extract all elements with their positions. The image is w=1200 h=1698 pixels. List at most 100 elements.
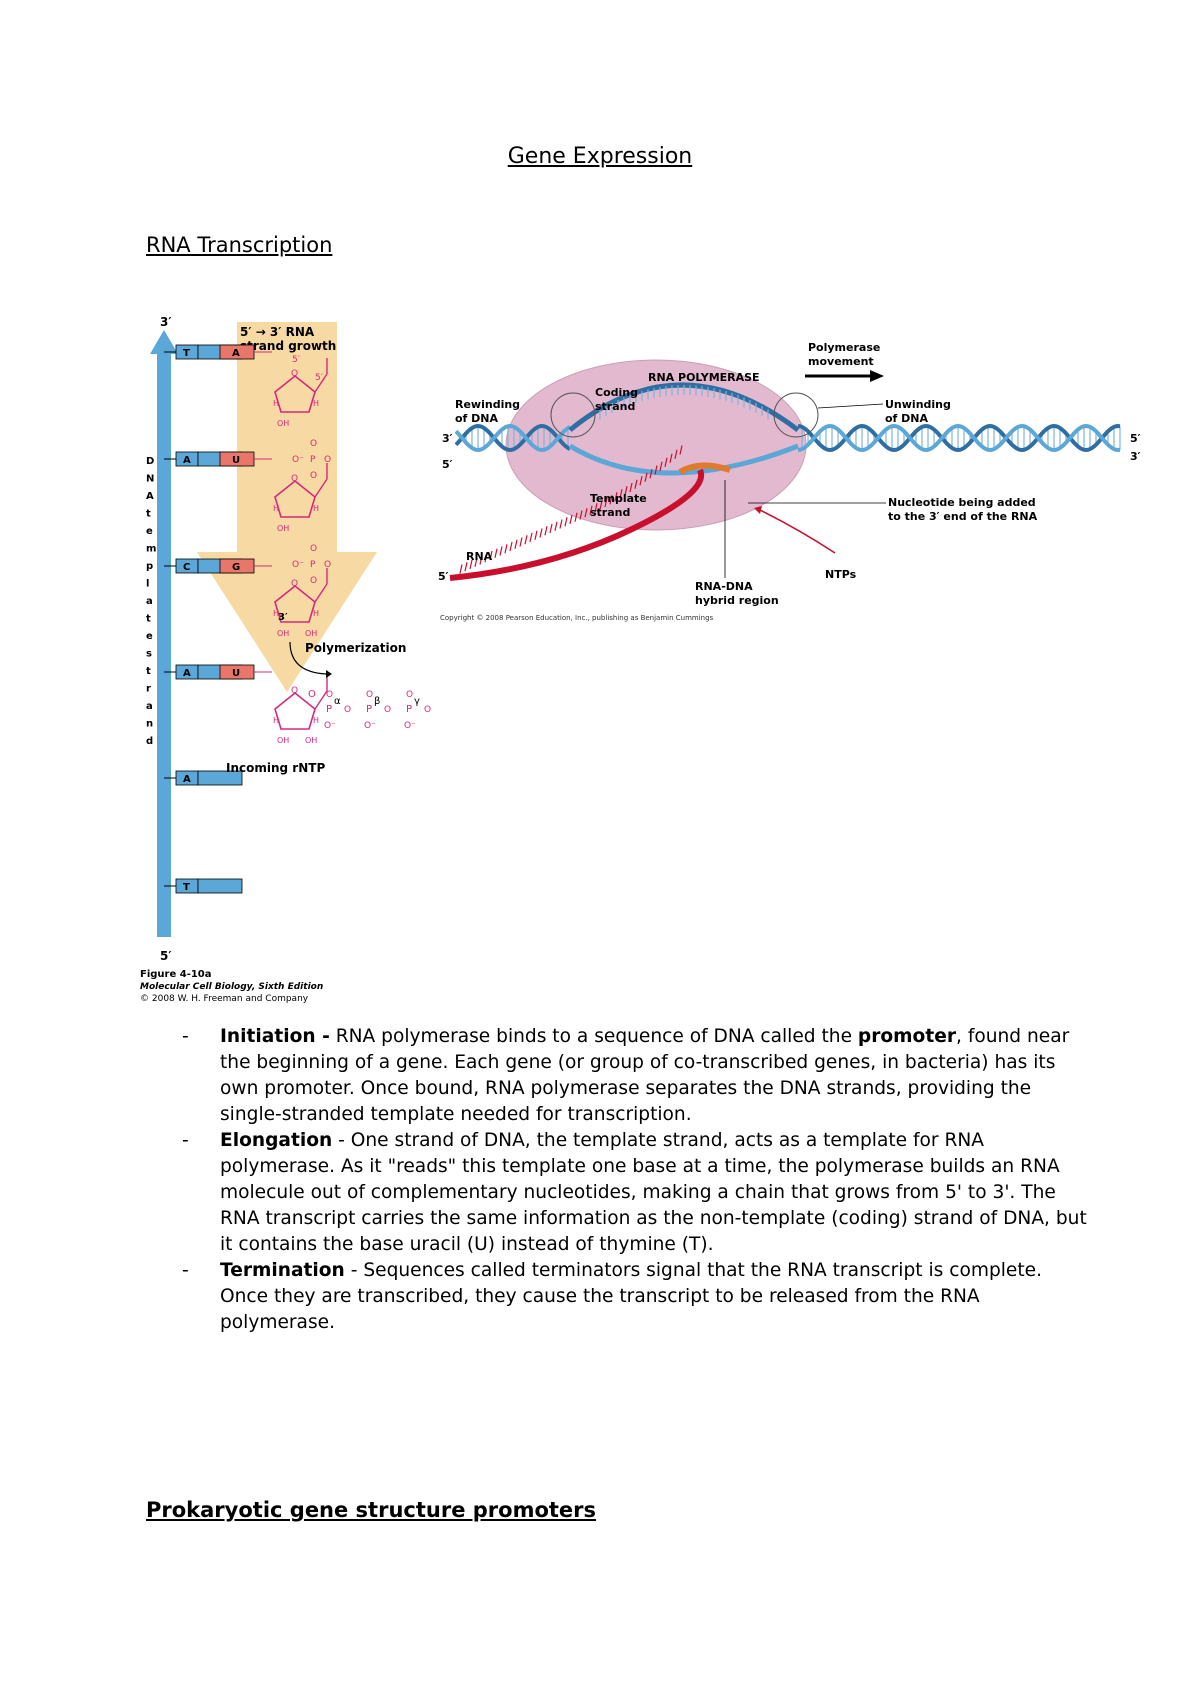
template-strand-arrowhead	[150, 330, 178, 354]
svg-text:O: O	[310, 544, 317, 554]
dna-base-letter: A	[183, 455, 191, 466]
term-promoter: promoter	[857, 1026, 956, 1047]
bullet-dash: -	[182, 1130, 189, 1151]
strand-growth-arrow	[197, 322, 377, 692]
section-heading-rna-transcription: RNA Transcription	[146, 233, 333, 257]
svg-text:P: P	[406, 704, 412, 715]
template-label-letter: r	[146, 684, 151, 695]
svg-text:O: O	[291, 686, 298, 696]
svg-text:O: O	[308, 689, 316, 700]
figure-copyright: Copyright © 2008 Pearson Education, Inc.…	[440, 614, 714, 622]
ribose-ring	[274, 691, 316, 730]
dna-backbone	[454, 423, 571, 453]
polymerization-label: Polymerization	[305, 641, 406, 655]
svg-text:O: O	[291, 369, 298, 379]
hybrid-1: RNA-DNA	[695, 580, 753, 593]
svg-text:H: H	[273, 716, 279, 725]
bullet-dash: -	[182, 1026, 189, 1047]
template-label-letter: D	[146, 456, 154, 467]
template-label-letter: e	[146, 526, 153, 537]
svg-text:O⁻: O⁻	[324, 721, 336, 731]
three-prime-oh: 3′	[278, 612, 288, 623]
svg-text:O: O	[291, 579, 298, 589]
coding-strand-1: Coding	[595, 386, 638, 399]
template-label-letter: A	[146, 491, 154, 502]
polymerase-movement-1: Polymerase	[808, 341, 880, 354]
section-heading-prokaryotic: Prokaryotic gene structure promoters	[146, 1498, 597, 1522]
template-label-letter: n	[146, 719, 153, 730]
end-3-left: 3′	[442, 432, 453, 445]
dna-backbone	[797, 423, 1121, 453]
rewinding-2: of DNA	[455, 412, 499, 425]
initiation-text-c: , found near the beginning of a gene. Ea…	[220, 1026, 1070, 1125]
template-label-letter: e	[146, 631, 153, 642]
svg-text:P: P	[366, 704, 372, 715]
strand-growth-label-1: 5′ → 3′ RNA	[240, 325, 315, 339]
template-label-letter: a	[146, 701, 153, 712]
template-label-letter: p	[146, 561, 153, 572]
rna-bases	[459, 445, 683, 574]
coding-strand-2: strand	[595, 400, 635, 413]
svg-text:O: O	[310, 439, 317, 449]
svg-text:H: H	[313, 716, 319, 725]
end-3-right: 3′	[1130, 450, 1141, 463]
svg-text:H: H	[273, 504, 279, 513]
svg-text:H: H	[313, 399, 319, 408]
ntps-label: NTPs	[825, 568, 857, 581]
hybrid-2: hybrid region	[695, 594, 779, 607]
end-5-rna: 5′	[438, 570, 449, 583]
dna-base-letter: A	[183, 668, 191, 679]
unwinding-1: Unwinding	[885, 398, 951, 411]
svg-text:O: O	[310, 471, 317, 481]
rewinding-1: Rewinding	[455, 398, 520, 411]
polymerase-movement-2: movement	[808, 355, 874, 368]
dna-base-letter: A	[183, 774, 191, 785]
svg-text:β: β	[374, 696, 380, 707]
template-end-3: 3′	[160, 315, 172, 329]
rna-base-letter: A	[232, 348, 240, 359]
rna-base-letter: U	[232, 668, 240, 679]
top-5-prime: 5′	[292, 355, 300, 365]
svg-text:OH: OH	[277, 524, 289, 533]
svg-text:O⁻: O⁻	[292, 455, 304, 465]
bullet-elongation: -Elongation - One strand of DNA, the tem…	[170, 1128, 1090, 1258]
template-label-letter: l	[146, 579, 149, 590]
end-5-left: 5′	[442, 458, 453, 471]
dna-base-letter: C	[183, 562, 190, 573]
rna-strand	[449, 468, 705, 581]
svg-text:P: P	[310, 455, 316, 465]
svg-text:H: H	[313, 504, 319, 513]
bullet-termination: -Termination - Sequences called terminat…	[170, 1258, 1090, 1336]
rna-polymerase-figure: Polymerase movement RNA POLYMERASE Codin…	[438, 341, 1141, 622]
template-strand-bar	[157, 352, 171, 937]
svg-text:OH: OH	[277, 629, 289, 638]
svg-text:OH: OH	[277, 736, 289, 745]
svg-text:O⁻: O⁻	[292, 560, 304, 570]
unwinding-2: of DNA	[885, 412, 929, 425]
svg-text:O: O	[406, 690, 413, 700]
termination-text: - Sequences called terminators signal th…	[220, 1260, 1042, 1333]
svg-text:O: O	[344, 705, 351, 715]
template-strand-2: strand	[590, 506, 630, 519]
caption-copyright: © 2008 W. H. Freeman and Company	[140, 994, 309, 1004]
caption-figure: Figure 4-10a	[140, 969, 212, 980]
svg-text:P: P	[326, 704, 332, 715]
svg-text:O: O	[310, 576, 317, 586]
svg-text:OH: OH	[277, 419, 289, 428]
dna-backbone	[797, 423, 1121, 453]
caption-book: Molecular Cell Biology, Sixth Edition	[140, 982, 323, 992]
template-label-letter: s	[146, 649, 152, 660]
strand-growth-label-2: strand growth	[240, 339, 336, 353]
ribose-ring	[274, 374, 316, 413]
elongation-text: - One strand of DNA, the template strand…	[220, 1130, 1087, 1255]
ribose-ring	[274, 584, 316, 623]
term-initiation: Initiation -	[220, 1026, 330, 1047]
template-label-letter: N	[146, 474, 154, 485]
svg-text:O: O	[366, 690, 373, 700]
rewinding-circle	[550, 392, 596, 438]
